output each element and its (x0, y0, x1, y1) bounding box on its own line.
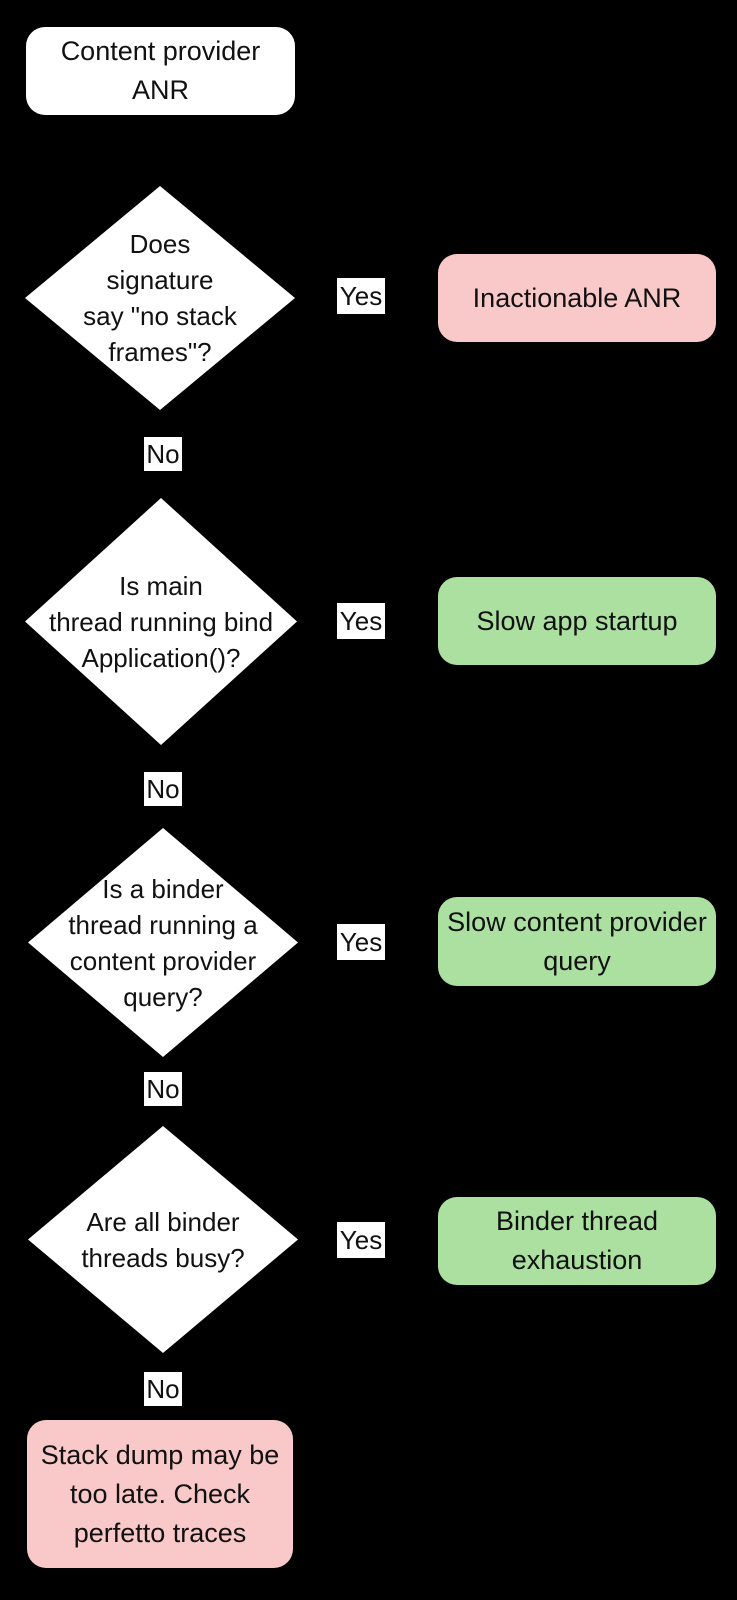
decision-1-yes-label: Yes (337, 278, 385, 314)
decision-1-diamond: Does signature say "no stack frames"? (25, 186, 295, 410)
decision-2-question: Is main thread running bind Application(… (48, 570, 274, 673)
outcome-4-box: Binder thread exhaustion (438, 1197, 716, 1285)
decision-3-diamond: Is a binder thread running a content pro… (28, 828, 298, 1057)
decision-2-yes-label: Yes (337, 603, 385, 639)
decision-4-yes-label: Yes (337, 1222, 385, 1258)
outcome-3-box: Slow content provider query (438, 897, 716, 986)
decision-2-no-label: No (144, 772, 182, 806)
end-node: Stack dump may be too late. Check perfet… (27, 1420, 293, 1568)
decision-4-diamond: Are all binder threads busy? (28, 1126, 298, 1353)
decision-3-no-label: No (144, 1072, 182, 1106)
decision-3-yes-label: Yes (337, 924, 385, 960)
decision-4-no-label: No (144, 1372, 182, 1406)
decision-1-question: Does signature say "no stack frames"? (83, 229, 237, 367)
decision-4-question: Are all binder threads busy? (81, 1206, 245, 1273)
decision-1-no-label: No (144, 437, 182, 471)
decision-2-diamond: Is main thread running bind Application(… (25, 498, 297, 745)
outcome-2-box: Slow app startup (438, 577, 716, 665)
outcome-1-box: Inactionable ANR (438, 254, 716, 342)
decision-3-question: Is a binder thread running a content pro… (68, 873, 258, 1012)
start-node: Content provider ANR (26, 27, 295, 115)
